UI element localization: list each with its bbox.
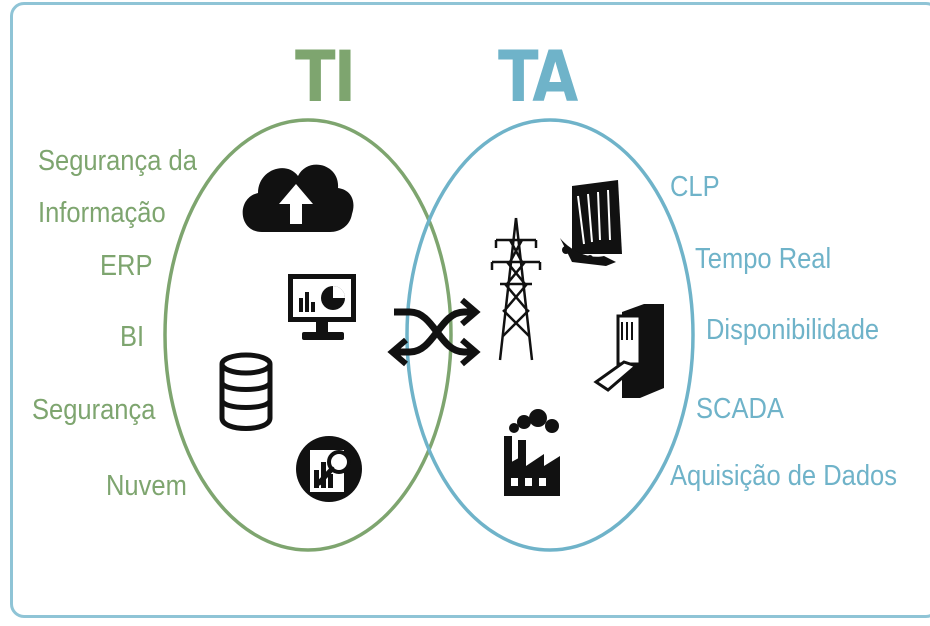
- title-ta: TA: [498, 36, 578, 118]
- dam-icon: [560, 180, 622, 266]
- cloud-upload-icon: [242, 164, 354, 232]
- label-clp: CLP: [670, 171, 720, 203]
- crossing-arrows-icon: [387, 297, 481, 367]
- card-reader-icon: [593, 304, 664, 398]
- ti-circle: [163, 118, 453, 552]
- label-aquisicao-de-dados: Aquisição de Dados: [670, 460, 897, 492]
- label-erp: ERP: [100, 250, 153, 282]
- monitor-chart-icon: [288, 274, 356, 340]
- label-bi: BI: [120, 321, 145, 353]
- label-informacao: Informação: [38, 197, 166, 229]
- database-icon: [219, 352, 273, 431]
- label-nuvem: Nuvem: [106, 470, 187, 502]
- label-disponibilidade: Disponibilidade: [706, 314, 880, 346]
- title-ti: TI: [295, 36, 356, 118]
- power-tower-icon: [490, 217, 542, 361]
- label-seguranca: Segurança: [32, 394, 156, 426]
- factory-icon: [504, 409, 560, 496]
- diagram-frame: [10, 2, 930, 618]
- label-scada: SCADA: [696, 393, 784, 425]
- label-tempo-real: Tempo Real: [695, 243, 832, 275]
- label-seguranca-da: Segurança da: [38, 145, 197, 177]
- search-report-icon: [296, 436, 362, 502]
- ta-circle: [405, 118, 695, 552]
